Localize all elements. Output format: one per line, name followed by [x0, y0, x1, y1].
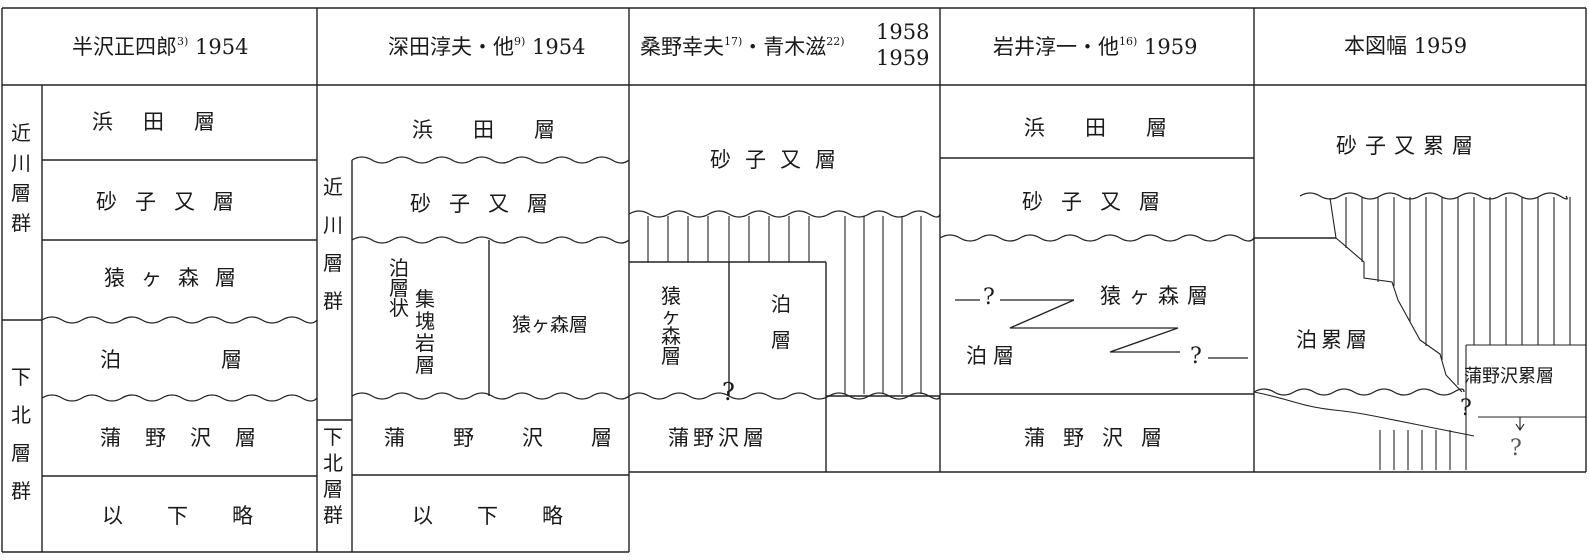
header-col3-ref2: 22) [826, 35, 845, 48]
col4-question-right: ? [1190, 344, 1202, 369]
header-col5: 本図幅 1959 [1344, 36, 1467, 57]
header-col3-ref: 17) [724, 35, 743, 48]
col3-layer-sunagomata: 砂子又層 [710, 148, 850, 172]
header-col3-author: 桑野幸夫 [640, 35, 724, 59]
col2-layer-sunagomata: 砂子又層 [410, 192, 566, 216]
col4-layer-sunagomata: 砂子又層 [1022, 190, 1178, 214]
col2-layer-sarugamori: 猿ヶ森層 [512, 314, 589, 336]
col4-layer-gamanosawa: 蒲野沢層 [1024, 426, 1180, 450]
col5-layer-gamanosawa: 蒲野沢累層 [1464, 366, 1554, 387]
col1-layer-gamanosawa: 蒲野沢層 [100, 426, 280, 450]
header-col4-year: 1959 [1143, 35, 1198, 59]
col4-layer-hamada: 浜田層 [1024, 116, 1207, 140]
col3-layer-sarugamori: 猿ヶ森層 [661, 284, 681, 368]
header-col1-ref: 3) [177, 35, 189, 48]
header-col3-year: 1958 [876, 20, 930, 44]
col2-group2-label: 下北層群 [323, 425, 343, 527]
header-col1-year: 1954 [194, 35, 249, 59]
col1-layer-hamada: 浜田層 [92, 110, 245, 134]
col2-layer-gamanosawa: 蒲野沢層 [384, 426, 660, 450]
col1-group1-label: 近川層群 [11, 121, 31, 235]
col3-layer-tomari: 泊層 [771, 292, 791, 352]
col2-group1-label: 近川層群 [323, 175, 343, 313]
col1-group2-label: 下北層群 [11, 365, 31, 503]
col3-layer-gamanosawa: 蒲野沢層 [668, 426, 768, 450]
header-col2-author: 深田淳夫・他 [388, 35, 514, 59]
col1-layer-sarugamori: 猿ヶ森層 [104, 266, 252, 290]
header-col1: 半沢正四郎3) 1954 [72, 36, 248, 58]
header-col4: 岩井淳一・他16) 1959 [993, 36, 1197, 58]
col5-question-low: ? [1510, 436, 1522, 461]
header-col2-ref: 9) [514, 35, 526, 48]
col4-layer-tomari: 泊層 [966, 344, 1020, 368]
header-col5-author: 本図幅 [1344, 34, 1407, 58]
col5-question-mid: ? [1460, 396, 1472, 421]
header-col3-year2: 1959 [876, 46, 930, 70]
col1-layer-ikaryaku: 以下略 [102, 504, 297, 528]
col4-question-left: ? [983, 285, 995, 310]
header-col5-year: 1959 [1413, 34, 1468, 58]
col5-layer-sunagomata: 砂子又累層 [1336, 134, 1481, 158]
col1-layer-tomari: 泊層 [100, 348, 342, 372]
header-col4-author: 岩井淳一・他 [993, 35, 1119, 59]
header-col2: 深田淳夫・他9) 1954 [388, 36, 585, 58]
col2-layer-ikaryaku: 以下略 [412, 504, 607, 528]
header-col3-author2: ・青木滋 [742, 35, 827, 59]
header-col2-year: 1954 [531, 35, 586, 59]
header-col4-ref: 16) [1119, 35, 1138, 48]
header-col1-author: 半沢正四郎 [72, 35, 177, 59]
col2-layer-hamada: 浜田層 [412, 118, 595, 142]
col2-layer-tomari-a: 泊層状 [389, 256, 409, 320]
col2-layer-tomari-b: 集塊岩層 [415, 287, 435, 377]
header-col3: 桑野幸夫17)・青木滋22) [640, 36, 845, 58]
col4-layer-sarugamori: 猿ヶ森層 [1100, 284, 1216, 308]
col1-layer-sunagomata: 砂子又層 [96, 190, 252, 214]
col3-question: ? [722, 378, 735, 406]
col5-layer-tomari: 泊累層 [1296, 328, 1371, 352]
